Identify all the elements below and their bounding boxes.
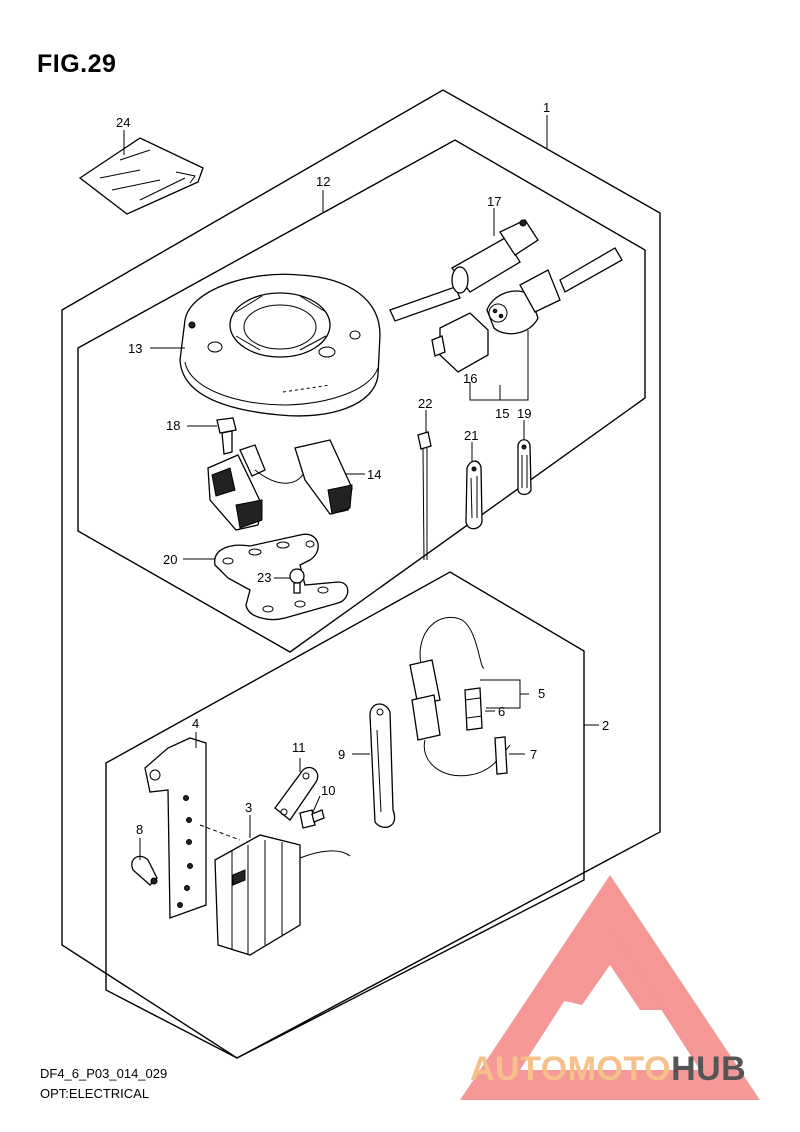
- callout-18: 18: [166, 418, 180, 433]
- watermark-inner-mark-icon: [560, 925, 665, 1010]
- coil-part-14: [207, 439, 353, 531]
- watermark-brand: AUTOMOTOHUB: [470, 1050, 746, 1088]
- callout-3: 3: [245, 800, 252, 815]
- plate-part-11: [274, 766, 319, 821]
- callout-14: 14: [367, 467, 381, 482]
- strap-part-9: [369, 703, 396, 828]
- callout-6: 6: [498, 704, 505, 719]
- callout-16: 16: [463, 371, 477, 386]
- rectifier-part-3: [214, 834, 351, 956]
- screw-part-10: [299, 809, 325, 829]
- callout-8: 8: [136, 822, 143, 837]
- gasket-part-20: [214, 533, 349, 621]
- connector-part-16: [431, 247, 623, 373]
- assembly-box-12: [77, 139, 646, 653]
- callout-11: 11: [292, 740, 306, 755]
- watermark-brand-left: AUTOMOTO: [470, 1050, 671, 1088]
- figure-title: FIG.29: [37, 50, 117, 78]
- stator-part-13: [179, 273, 381, 417]
- watermark-triangle-icon: [460, 875, 760, 1100]
- assembly-box-2: [105, 571, 585, 1059]
- clip-part-21: [465, 460, 483, 530]
- callout-22: 22: [418, 396, 432, 411]
- connector-part-17: [389, 219, 539, 322]
- callout-5: 5: [538, 686, 545, 701]
- assembly-box-1: [61, 89, 661, 1059]
- callout-12: 12: [316, 174, 330, 189]
- callout-2: 2: [602, 718, 609, 733]
- cable-tie-part-22: [417, 431, 432, 561]
- callout-20: 20: [163, 552, 177, 567]
- callout-9: 9: [338, 747, 345, 762]
- fuse-part-6: [464, 687, 483, 731]
- bracket-part-4: [144, 737, 207, 919]
- screw-part-23: [289, 568, 305, 594]
- callout-17: 17: [487, 194, 501, 209]
- callout-21: 21: [464, 428, 478, 443]
- bag-part-24: [78, 137, 204, 215]
- callout-15: 15: [495, 406, 509, 421]
- callout-19: 19: [517, 406, 531, 421]
- leader-lines: [123, 115, 599, 860]
- diagram-category: OPT:ELECTRICAL: [40, 1086, 150, 1101]
- callout-4: 4: [192, 716, 199, 731]
- grommet-part-8: [131, 855, 158, 886]
- fuse-holder-part-5: [409, 616, 511, 777]
- watermark-logo: [460, 875, 760, 1100]
- callout-13: 13: [128, 341, 142, 356]
- callout-10: 10: [321, 783, 335, 798]
- bolt-part-18: [216, 417, 237, 455]
- callout-labels: 1 2 3 4 5 6 7 8 9 10 11 12 13 14 15 16 1…: [116, 100, 609, 837]
- clip-part-19: [517, 439, 532, 496]
- callout-7: 7: [530, 747, 537, 762]
- callout-23: 23: [257, 570, 271, 585]
- callout-24: 24: [116, 115, 130, 130]
- diagram-code: DF4_6_P03_014_029: [40, 1066, 168, 1081]
- pin-part-7: [494, 736, 508, 775]
- watermark-brand-right: HUB: [671, 1050, 746, 1088]
- callout-1: 1: [543, 100, 550, 115]
